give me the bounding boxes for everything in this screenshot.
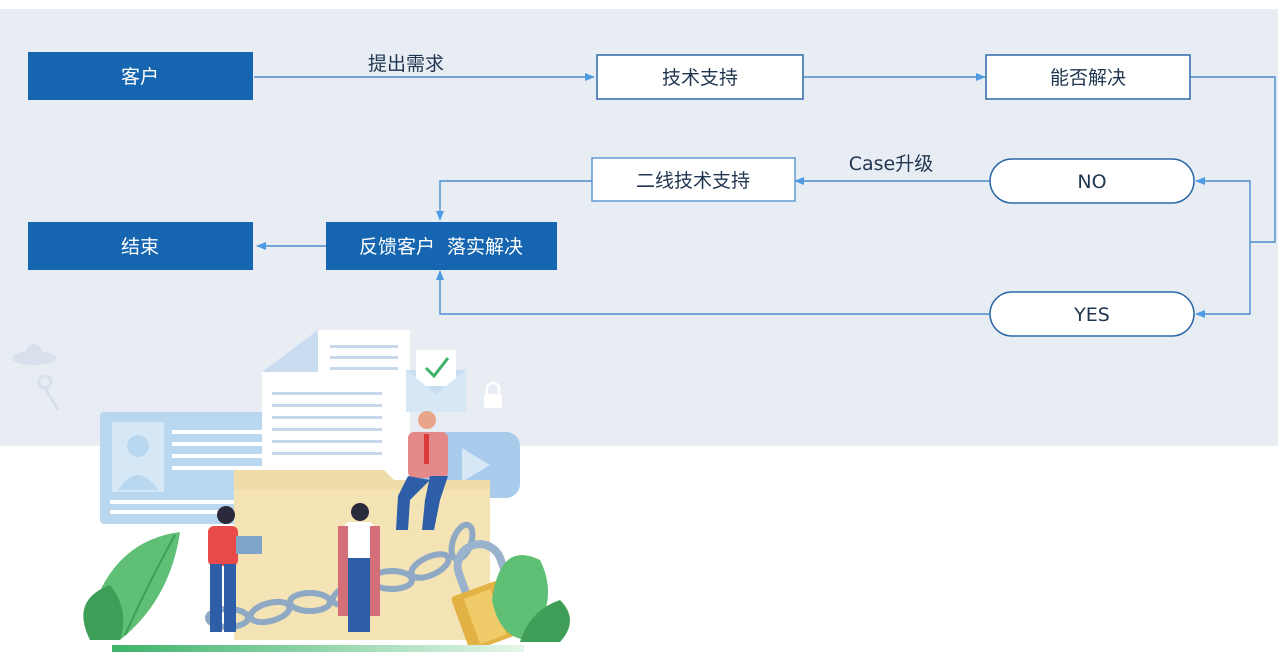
key-icon <box>37 374 60 411</box>
node-end: 结束 <box>28 222 253 270</box>
svg-text:结束: 结束 <box>121 236 159 258</box>
svg-text:能否解决: 能否解决 <box>1050 67 1126 89</box>
edge-yes-to-feedback <box>436 270 990 315</box>
email-check-icon <box>406 350 466 412</box>
svg-text:NO: NO <box>1077 171 1106 193</box>
document-icon <box>262 330 410 472</box>
ground-bar <box>112 645 524 652</box>
node-no: NO <box>989 158 1195 204</box>
plant-left-icon <box>83 532 180 640</box>
lock-icon <box>484 381 502 408</box>
node-customer: 客户 <box>28 52 253 100</box>
svg-text:YES: YES <box>1073 304 1110 326</box>
connectors <box>254 73 1276 318</box>
edge-label-request: 提出需求 <box>368 53 444 75</box>
edge-branch-yes <box>1195 242 1251 318</box>
svg-text:客户: 客户 <box>121 66 159 88</box>
person-middle-icon <box>338 503 380 632</box>
person-sitting-icon <box>396 411 448 530</box>
edge-second-line-to-feedback <box>436 180 592 221</box>
svg-text:反馈客户 落实解决: 反馈客户 落实解决 <box>359 236 523 258</box>
person-left-icon <box>208 506 262 632</box>
node-feedback: 反馈客户 落实解决 <box>326 222 557 270</box>
cloud-icon <box>12 344 56 365</box>
team-security-illustration <box>12 330 570 652</box>
node-second-line-support: 二线技术支持 <box>591 157 796 202</box>
node-tech-support: 技术支持 <box>596 54 804 100</box>
edge-resolvable-out <box>1190 76 1276 243</box>
svg-text:技术支持: 技术支持 <box>662 67 738 89</box>
plant-right-icon <box>492 555 570 642</box>
edge-branch-no <box>1195 177 1251 242</box>
node-yes: YES <box>989 291 1195 337</box>
edge-label-escalate: Case升级 <box>849 153 934 175</box>
svg-text:二线技术支持: 二线技术支持 <box>636 170 750 192</box>
node-resolvable: 能否解决 <box>985 54 1191 100</box>
